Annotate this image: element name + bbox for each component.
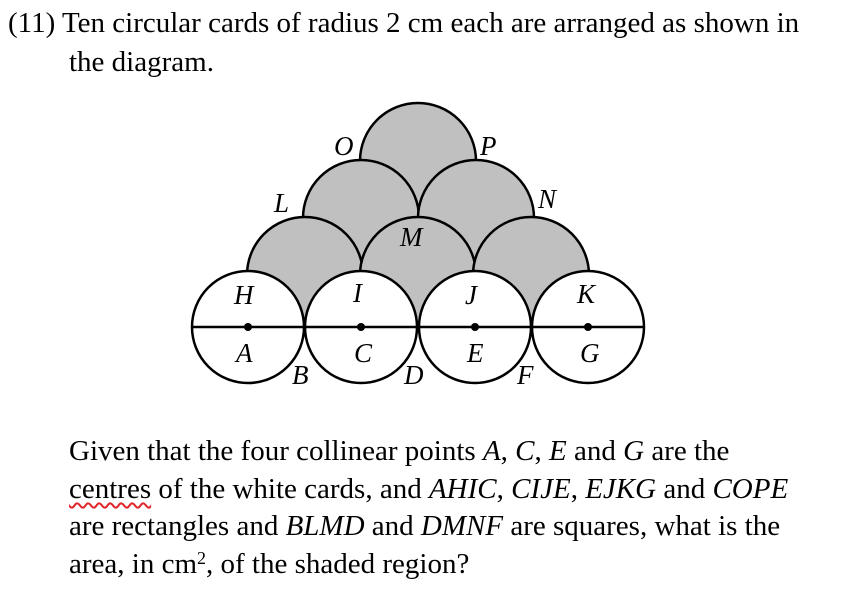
point-g-ref: G xyxy=(623,435,645,467)
label-e: E xyxy=(466,338,484,368)
prompt-text: and xyxy=(566,435,624,467)
centre-dot-a xyxy=(244,323,252,331)
rectangle-cije-ref: CIJE xyxy=(511,473,571,505)
question-text-line-1: Ten circular cards of radius 2 cm each a… xyxy=(61,7,800,39)
question-line-2: the diagram. xyxy=(69,46,214,78)
prompt-text: , xyxy=(500,435,516,467)
prompt-text: , xyxy=(570,473,586,505)
point-a-ref: A xyxy=(482,435,501,467)
centre-dot-e xyxy=(471,323,479,331)
label-g: G xyxy=(580,338,600,368)
label-j: J xyxy=(465,280,479,310)
prompt-text: Given that the four collinear points xyxy=(69,435,476,467)
question-line-1: (11) Ten circular cards of radius 2 cm e… xyxy=(8,5,799,41)
label-f: F xyxy=(516,360,534,390)
point-c-ref: C xyxy=(515,435,535,467)
label-h: H xyxy=(233,280,255,310)
rectangle-ahic-ref: AHIC xyxy=(428,473,497,505)
prompt-line-2: centres of the white cards, and AHIC, CI… xyxy=(69,471,788,507)
prompt-text: , xyxy=(496,473,512,505)
spellcheck-word: centres xyxy=(69,473,152,505)
point-e-ref: E xyxy=(549,435,567,467)
label-d: D xyxy=(403,360,424,390)
prompt-text: area, in cm xyxy=(69,548,198,580)
prompt-text: and xyxy=(364,510,421,542)
centre-dot-g xyxy=(584,323,592,331)
label-b: B xyxy=(292,360,309,390)
label-n: N xyxy=(537,184,558,214)
centre-dot-c xyxy=(357,323,365,331)
prompt-line-4: area, in cm2, of the shaded region? xyxy=(69,546,469,582)
question-number: (11) xyxy=(8,7,56,39)
square-dmnf-ref: DMNF xyxy=(420,510,504,542)
superscript-2: 2 xyxy=(197,548,207,568)
prompt-text: are the xyxy=(644,435,730,467)
label-a: A xyxy=(234,338,253,368)
square-blmd-ref: BLMD xyxy=(285,510,365,542)
prompt-text: , of the shaded region? xyxy=(206,548,470,580)
prompt-text: , xyxy=(534,435,550,467)
prompt-text: and xyxy=(656,473,713,505)
label-m: M xyxy=(399,222,424,252)
prompt-line-3: are rectangles and BLMD and DMNF are squ… xyxy=(69,508,780,544)
label-o: O xyxy=(334,131,354,161)
prompt-text: are rectangles and xyxy=(69,510,286,542)
label-c: C xyxy=(354,338,373,368)
prompt-text: are squares, what is the xyxy=(503,510,781,542)
prompt-line-1: Given that the four collinear points A, … xyxy=(69,433,729,469)
label-l: L xyxy=(273,188,289,218)
prompt-text: of the white cards, and xyxy=(151,473,429,505)
label-i: I xyxy=(352,278,364,308)
label-p: P xyxy=(479,131,497,161)
label-k: K xyxy=(576,279,597,309)
rectangle-cope-ref: COPE xyxy=(712,473,789,505)
rectangle-ejkg-ref: EJKG xyxy=(585,473,657,505)
